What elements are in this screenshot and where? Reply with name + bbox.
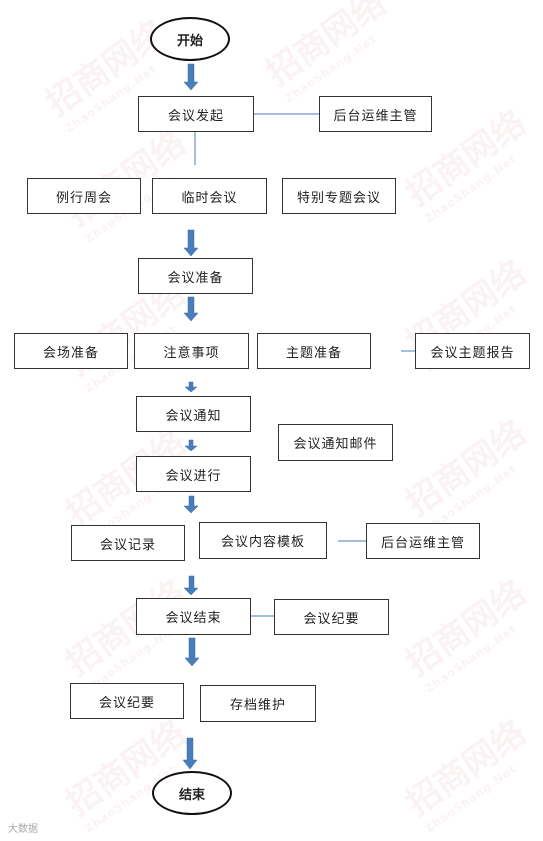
down-arrow: [184, 637, 200, 667]
initiate-side-box: 后台运维主管: [319, 96, 432, 132]
down-arrow: [183, 495, 199, 514]
end-node: 结束: [152, 771, 232, 815]
notice-box: 会议通知: [136, 396, 251, 432]
proceed-side-box: 后台运维主管: [366, 523, 480, 559]
footer-watermark: 大数据: [8, 824, 38, 835]
down-arrow: [184, 439, 198, 452]
proceed-item-template: 会议内容模板: [199, 522, 327, 559]
proceed-item-minutes: 会议记录: [71, 525, 185, 561]
meeting-type-special: 特别专题会议: [282, 178, 396, 214]
finish-box: 会议结束: [136, 598, 251, 635]
prepare-item-notes: 注意事项: [134, 333, 249, 369]
finish-side-box: 会议纪要: [274, 599, 389, 635]
down-arrow: [183, 229, 199, 257]
down-arrow: [182, 737, 198, 770]
finish-item-archive: 存档维护: [200, 685, 316, 722]
down-arrow: [183, 296, 199, 322]
meeting-type-temporary: 临时会议: [152, 178, 267, 214]
notice-side-box: 会议通知邮件: [278, 424, 393, 461]
finish-item-summary: 会议纪要: [70, 683, 184, 719]
meeting-type-routine: 例行周会: [27, 178, 141, 214]
down-arrow: [183, 63, 199, 91]
prepare-box: 会议准备: [138, 258, 253, 294]
initiate-box: 会议发起: [138, 96, 254, 132]
proceed-box: 会议进行: [136, 456, 251, 492]
prepare-item-topic: 主题准备: [257, 333, 371, 369]
start-node: 开始: [150, 17, 230, 61]
prepare-side-box: 会议主题报告: [415, 333, 530, 369]
prepare-item-venue: 会场准备: [14, 333, 128, 369]
down-arrow: [184, 381, 198, 393]
down-arrow: [183, 575, 199, 596]
